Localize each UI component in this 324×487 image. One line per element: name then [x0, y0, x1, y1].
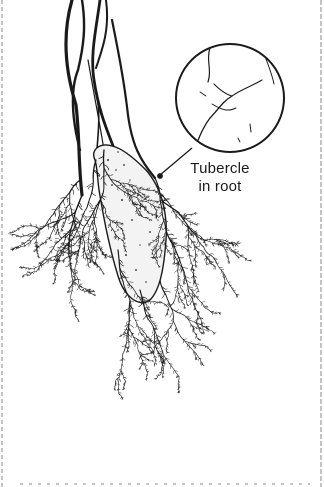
callout-line-1: Tubercle: [168, 160, 272, 178]
magnified-detail-circle: [176, 44, 284, 152]
callout-line-2: in root: [168, 178, 272, 196]
tubercle-callout-label: Tubercle in root: [168, 160, 272, 196]
